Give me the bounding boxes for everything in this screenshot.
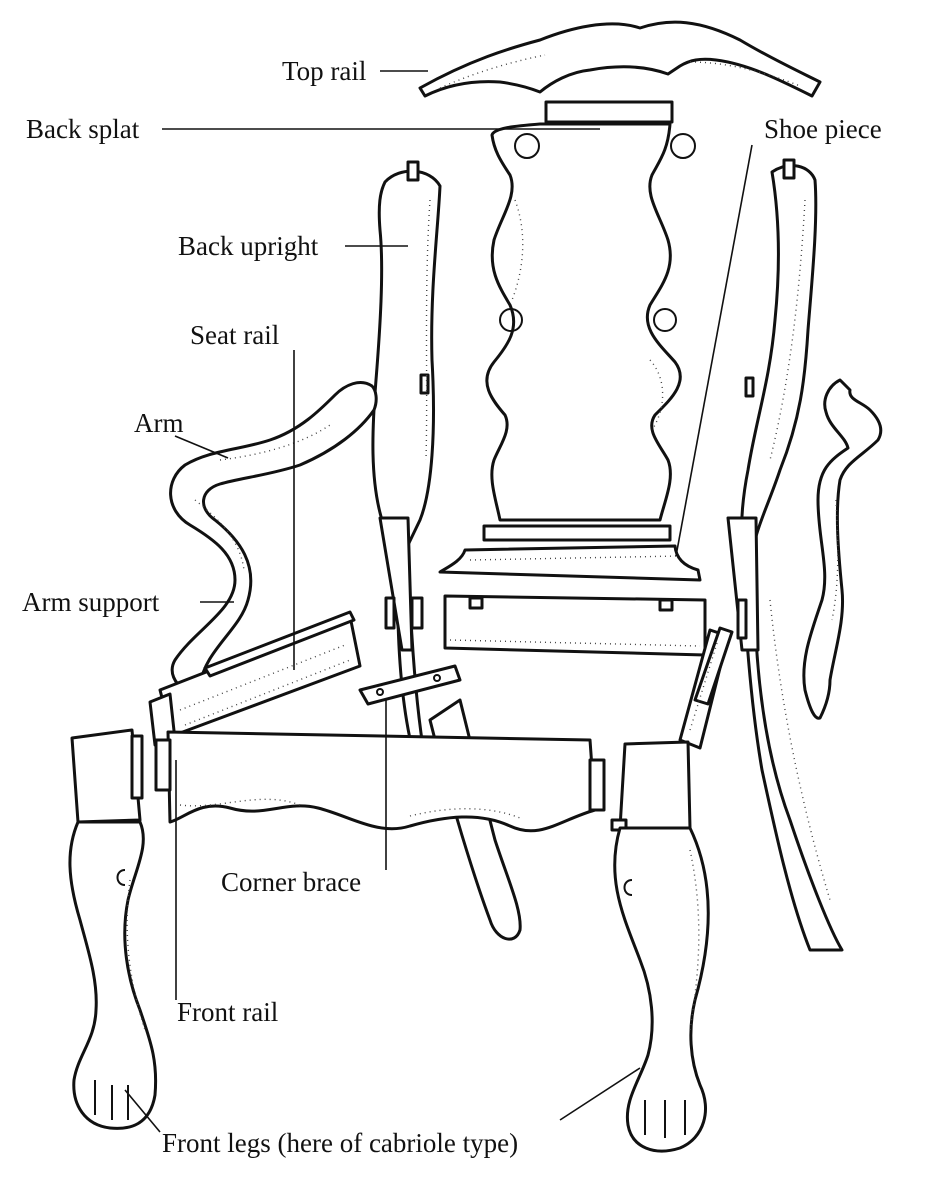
label-arm: Arm [134, 408, 184, 438]
front-rail-part [154, 730, 606, 833]
leader-front-legs-right [559, 1067, 641, 1121]
arm-right-part [802, 378, 883, 720]
label-shoe-piece: Shoe piece [764, 114, 882, 144]
front-leg-left-part [68, 728, 158, 1130]
arm-left-part [169, 381, 378, 692]
label-back-splat: Back splat [26, 114, 140, 144]
corner-brace-part [358, 664, 462, 706]
front-leg-right-part [610, 740, 710, 1153]
label-front-legs: Front legs (here of cabriole type) [162, 1128, 519, 1158]
leader-front-legs-left [124, 1089, 161, 1133]
back-upright-right-part [739, 158, 844, 952]
label-arm-support: Arm support [22, 587, 160, 617]
seat-rail-right-part [678, 626, 734, 750]
back-upright-left-part [371, 160, 447, 802]
shoe-piece-part [438, 544, 702, 582]
leader-arm [174, 435, 229, 459]
back-splat-part [482, 100, 696, 542]
label-seat-rail: Seat rail [190, 320, 280, 350]
leader-shoe-piece [675, 144, 753, 557]
leader-lines [124, 70, 753, 1133]
label-back-upright: Back upright [178, 231, 319, 261]
seat-rail-left-part [148, 610, 362, 747]
label-corner-brace: Corner brace [221, 867, 362, 897]
label-top-rail: Top rail [282, 56, 367, 86]
label-front-rail: Front rail [177, 997, 279, 1027]
top-rail-part [418, 20, 822, 98]
seat-rail-back-part [443, 594, 707, 657]
